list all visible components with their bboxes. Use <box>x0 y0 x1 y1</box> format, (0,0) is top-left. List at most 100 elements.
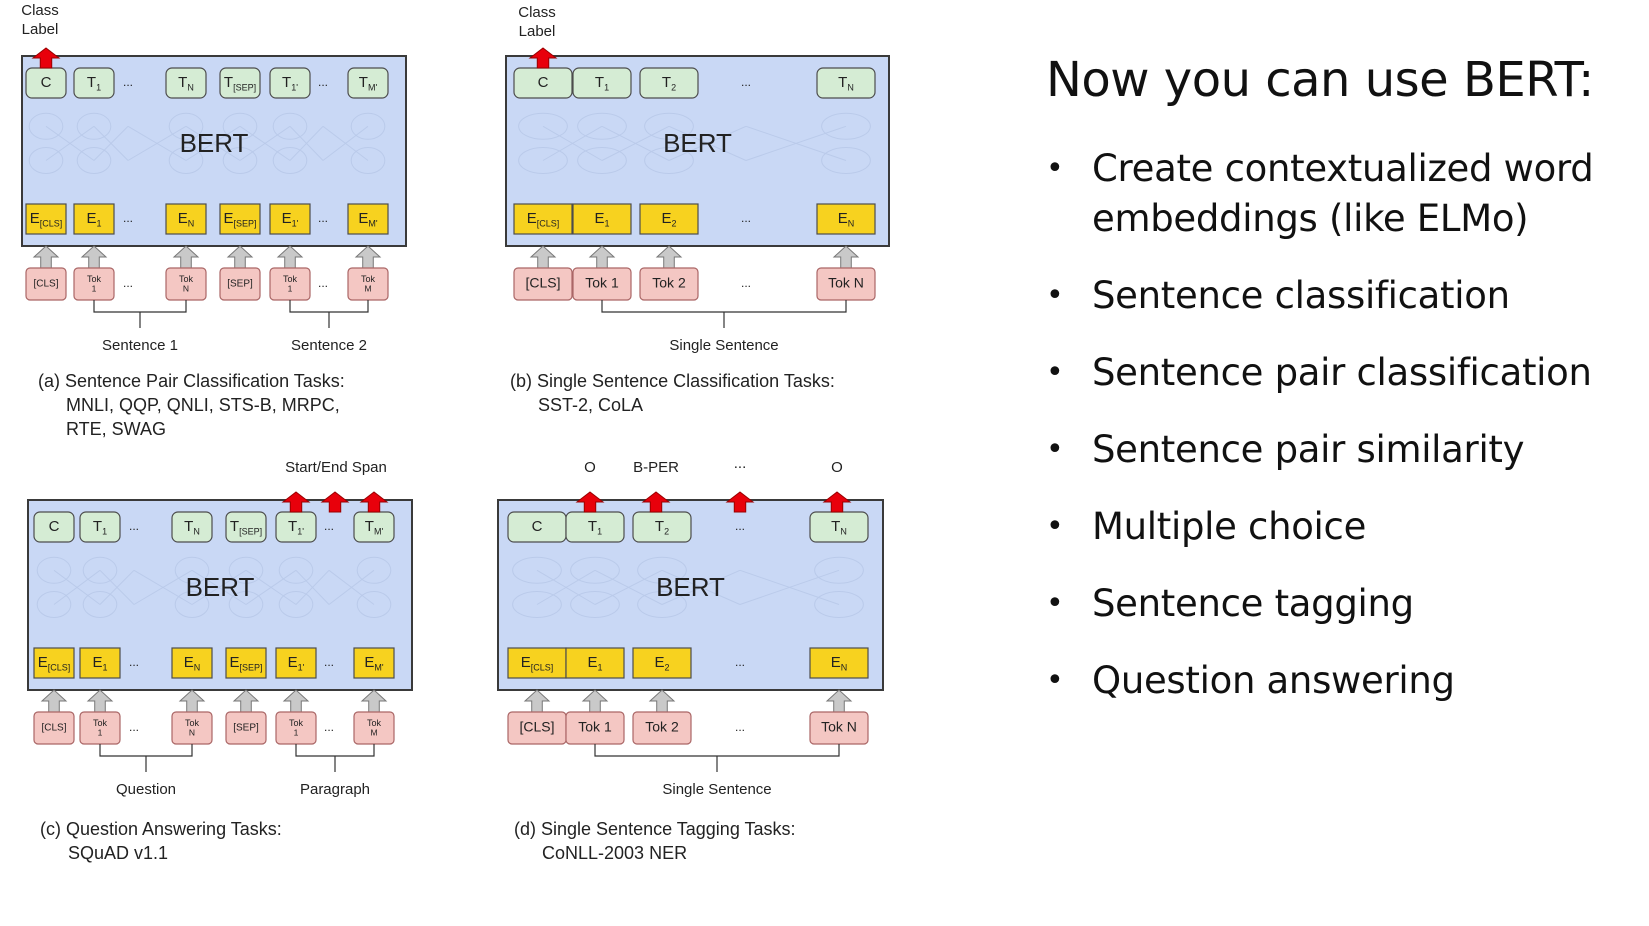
input-token-label: [CLS] <box>41 723 66 734</box>
embedding-token <box>347 203 389 235</box>
input-token <box>25 267 67 301</box>
input-token-label: Tok <box>283 274 298 284</box>
input-ellipsis: ... <box>324 720 334 734</box>
network-edge <box>601 125 670 161</box>
input-token-label-sub: M <box>364 283 371 293</box>
input-token-label: Tok <box>185 718 200 728</box>
input-arrow-icon <box>276 245 304 269</box>
bert-network <box>28 112 386 174</box>
bullet-list: •Create contextualized word embeddings (… <box>1046 144 1646 733</box>
network-edge <box>99 569 135 605</box>
input-token-label: Tok 1 <box>578 719 612 735</box>
output-token <box>171 511 213 543</box>
network-edge <box>739 569 840 605</box>
network-edge <box>542 125 603 161</box>
group-label: Sentence 1 <box>102 337 178 354</box>
input-token-label: Tok <box>87 274 102 284</box>
input-token <box>513 267 573 301</box>
input-token-label: Tok <box>289 718 304 728</box>
network-node <box>76 147 112 174</box>
bullet-item: •Sentence classification <box>1046 271 1646 321</box>
network-node <box>222 112 258 140</box>
input-token-label: Tok N <box>828 275 864 291</box>
input-token-label: Tok <box>179 274 194 284</box>
input-token-label-sub: N <box>189 727 195 737</box>
input-ellipsis: ... <box>129 720 139 734</box>
group-bracket <box>93 300 187 313</box>
input-token-label: Tok <box>361 274 376 284</box>
tag-label: B-PER <box>633 459 679 476</box>
input-arrow-icon <box>226 245 254 269</box>
group-label: Sentence 2 <box>291 337 367 354</box>
class-label: Class <box>21 2 59 19</box>
embedding-token <box>33 647 75 679</box>
network-node <box>272 112 308 140</box>
input-token-label: Tok 2 <box>652 275 686 291</box>
embedding-token <box>25 203 67 235</box>
input-arrow-icon <box>588 245 616 269</box>
network-edge <box>127 125 187 161</box>
output-arrow-icon <box>575 491 605 513</box>
input-arrow-icon <box>282 689 310 713</box>
network-node <box>278 556 314 584</box>
group-bracket <box>295 744 375 757</box>
output-token-label: C <box>538 74 549 91</box>
input-arrow-icon <box>178 689 206 713</box>
group-label: Single Sentence <box>662 781 771 798</box>
output-token <box>572 67 632 99</box>
bullet-dot: • <box>1046 509 1064 544</box>
bullet-dot: • <box>1046 151 1064 186</box>
embedding-token <box>816 203 876 235</box>
input-token <box>219 267 261 301</box>
embedding-token <box>79 647 121 679</box>
input-arrow-icon <box>86 689 114 713</box>
network-node <box>821 147 871 174</box>
input-arrow-icon <box>232 689 260 713</box>
network-edge <box>99 569 135 605</box>
input-arrow-icon <box>523 689 551 713</box>
output-ellipsis: ... <box>318 75 328 89</box>
network-node <box>350 147 386 174</box>
output-ellipsis: ... <box>735 519 745 533</box>
input-token <box>33 711 75 745</box>
output-token <box>219 67 261 99</box>
embedding-token <box>219 203 261 235</box>
embedding-token <box>171 647 213 679</box>
embedding-token <box>572 203 632 235</box>
output-ellipsis: ... <box>741 75 751 89</box>
input-token-label: Tok 1 <box>585 275 619 291</box>
input-arrow-icon <box>32 245 60 269</box>
network-edge <box>661 569 741 605</box>
output-token <box>165 67 207 99</box>
class-label: Class <box>518 4 556 21</box>
output-arrow-icon <box>359 491 389 513</box>
network-edge <box>668 125 747 161</box>
network-node <box>174 591 210 618</box>
embedding-token <box>507 647 567 679</box>
input-arrow-icon <box>40 689 68 713</box>
bert-label: BERT <box>663 128 732 158</box>
input-arrow-icon <box>80 245 108 269</box>
bert-label: BERT <box>656 572 725 602</box>
network-edge <box>191 569 247 605</box>
input-token <box>632 711 692 745</box>
network-node <box>356 591 392 618</box>
bullet-item: •Question answering <box>1046 656 1646 706</box>
tag-label: O <box>584 459 596 476</box>
network-node <box>518 112 568 140</box>
bert-network <box>518 112 871 174</box>
network-node <box>512 591 562 618</box>
network-node <box>36 591 72 618</box>
network-edge <box>668 125 747 161</box>
input-arrow-icon <box>172 245 200 269</box>
network-node <box>637 591 687 618</box>
bullet-item: •Multiple choice <box>1046 502 1646 552</box>
bullet-item: •Sentence pair similarity <box>1046 425 1646 475</box>
network-node <box>570 591 620 618</box>
network-edge <box>45 125 95 161</box>
bullet-item: •Sentence tagging <box>1046 579 1646 629</box>
embedding-token <box>165 203 207 235</box>
network-edge <box>536 569 596 605</box>
input-arrow-icon <box>655 245 683 269</box>
